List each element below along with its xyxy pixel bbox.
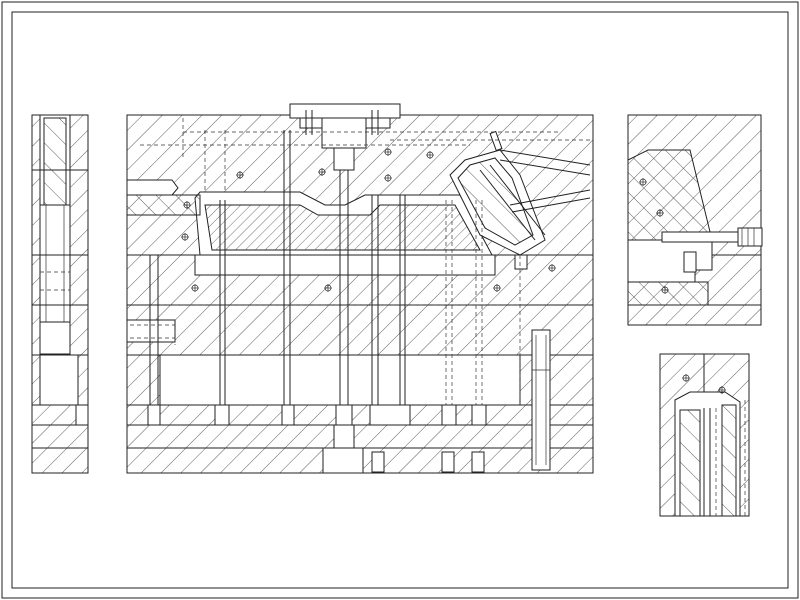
right-detail-upper [627,114,763,326]
sheet-inner-border [11,11,789,589]
left-side-section [31,114,89,474]
left-slider [126,179,179,196]
fastener-markers [181,148,556,292]
ejector-pins [149,130,483,420]
guide-pillar [531,329,551,471]
main-front-section [126,103,594,474]
right-detail-lower [659,353,750,517]
knockout-hole [322,447,364,474]
